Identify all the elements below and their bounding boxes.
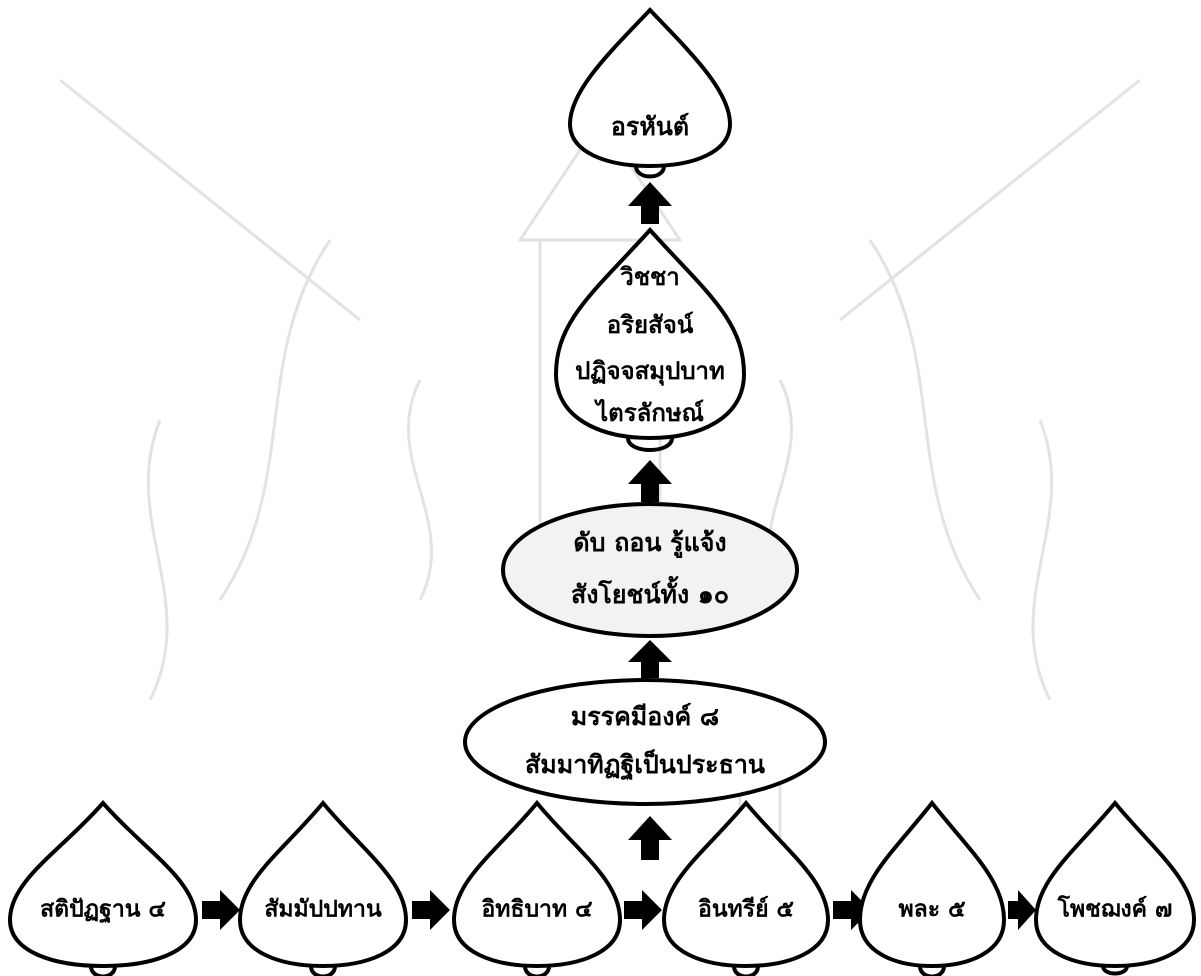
arahant-label: อรหันต์ (611, 112, 689, 141)
lotus-iddhipada: อิทธิบาท ๔ (451, 799, 623, 976)
lotus-petal (7, 799, 199, 969)
fetters-line-2: สังโยชน์ทั้ง ๑๐ (571, 575, 729, 609)
eightfold-node: มรรคมีองค์ ๘ สัมมาทิฏฐิเป็นประธาน (463, 678, 827, 806)
lotus-stem (626, 437, 674, 452)
fetters-node: ดับ ถอน รู้แจ้ง สังโยชน์ทั้ง ๑๐ (501, 502, 799, 638)
lotus-petal (661, 799, 831, 969)
lotus-label: อินทรีย์ ๕ (698, 896, 794, 923)
arrow-right-icon (412, 890, 450, 930)
arrow-up-icon (628, 182, 672, 224)
lotus-petal (857, 799, 1007, 969)
lotus-knowledge: วิชชา อริยสัจน์ ปฏิจจสมุปบาท ไตรลักษณ์ (553, 227, 747, 452)
lotus-indriya: อินทรีย์ ๕ (661, 799, 831, 976)
lotus-label: สัมมัปปทาน (264, 897, 382, 923)
lotus-petal (553, 227, 747, 441)
lotus-sammappadhana: สัมมัปปทาน (237, 799, 409, 976)
lotus-label: อิทธิบาท ๔ (481, 897, 592, 923)
lotus-petal (567, 7, 733, 169)
knowledge-line-2: อริยสัจน์ (607, 311, 694, 339)
arrow-up-icon (628, 816, 672, 860)
lotus-stem (309, 965, 337, 976)
lotus-label: สติปัฏฐาน ๔ (40, 897, 166, 924)
knowledge-line-1: วิชชา (620, 263, 680, 291)
knowledge-line-4: ไตรลักษณ์ (593, 398, 704, 427)
lotus-label: พละ ๕ (898, 897, 965, 923)
arrow-up-icon (628, 640, 672, 678)
bottom-row: สติปัฏฐาน ๔ สัมมัปปทาน อิทธิบาท ๔ อินทรี… (7, 799, 1197, 976)
lotus-bojjhanga: โพชฌงค์ ๗ (1033, 799, 1197, 976)
lotus-stem (1101, 965, 1129, 976)
knowledge-line-3: ปฏิจจสมุปบาท (575, 357, 725, 387)
lotus-bala: พละ ๕ (857, 799, 1007, 976)
lotus-satipatthana: สติปัฏฐาน ๔ (7, 799, 199, 976)
lotus-stem (523, 965, 551, 976)
arrow-right-icon (202, 890, 240, 930)
arrow-up-icon (628, 460, 672, 502)
lotus-stem (732, 965, 760, 976)
fetters-ellipse (501, 502, 799, 638)
lotus-stem (89, 965, 117, 976)
lotus-petal (1033, 799, 1197, 969)
lotus-petal (451, 799, 623, 969)
arrow-right-icon (833, 890, 871, 930)
lotus-stem (918, 965, 946, 976)
eightfold-line-2: สัมมาทิฏฐิเป็นประธาน (525, 749, 765, 781)
eightfold-line-1: มรรคมีองค์ ๘ (571, 702, 719, 731)
eightfold-ellipse (463, 678, 827, 806)
arrow-right-icon (1008, 890, 1036, 930)
lotus-arahant: อรหันต์ (567, 7, 733, 179)
lotus-petal (237, 799, 409, 969)
lotus-stem (634, 165, 666, 179)
lotus-label: โพชฌงค์ ๗ (1057, 895, 1173, 923)
fetters-line-1: ดับ ถอน รู้แจ้ง (573, 528, 726, 559)
arrow-right-icon (624, 890, 662, 930)
